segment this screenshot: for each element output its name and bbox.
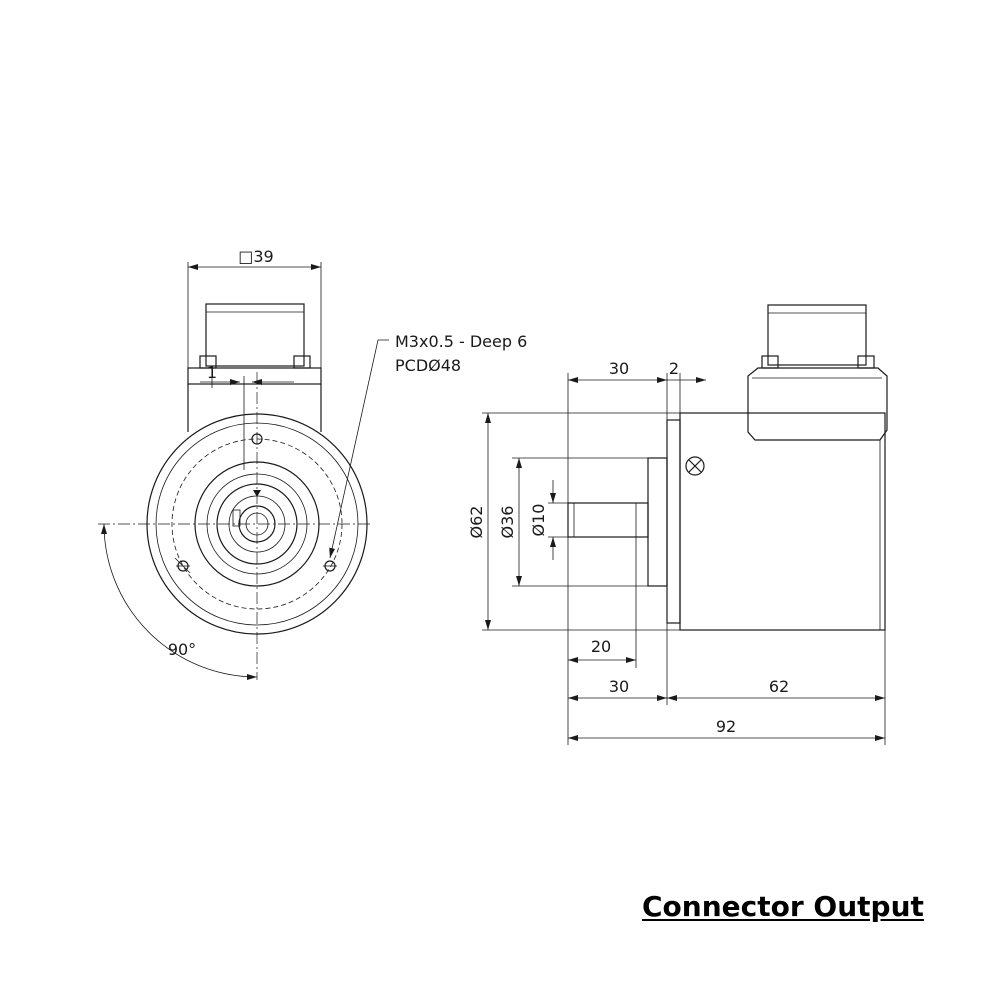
dim-flange-len-30: 30 (609, 359, 629, 378)
side-view: 30 2 Ø62 Ø36 Ø10 20 30 62 92 (467, 304, 888, 745)
dim-flange-thk-2: 2 (669, 359, 679, 378)
dim-angle-90: 90° (168, 640, 196, 659)
mounting-hole-right (323, 560, 337, 572)
thread-leader-line (329, 339, 389, 559)
angle-arc-90 (101, 523, 258, 680)
pcd-note: PCDØ48 (395, 356, 461, 375)
dim-body-len-62: 62 (769, 677, 789, 696)
dim-shaft-len-20: 20 (591, 637, 611, 656)
side-flange (666, 419, 681, 624)
dim-square-39: □39 (238, 247, 273, 266)
drawing-caption: Connector Output (642, 890, 924, 923)
side-connector (747, 304, 888, 441)
dim-dia-62: Ø62 (467, 506, 486, 539)
dim-front-len-30: 30 (609, 677, 629, 696)
side-pilot (647, 457, 668, 587)
front-view: □39 1 M3x0.5 - Deep 6 PCDØ48 90° (98, 247, 527, 680)
dim-total-len-92: 92 (716, 717, 736, 736)
side-housing-body (679, 412, 886, 631)
dim-dia-36: Ø36 (498, 506, 517, 539)
thread-note: M3x0.5 - Deep 6 (395, 332, 527, 351)
dim-dia-10: Ø10 (529, 504, 548, 537)
dim-offset-1: 1 (207, 363, 217, 382)
screw-icon (685, 456, 705, 476)
